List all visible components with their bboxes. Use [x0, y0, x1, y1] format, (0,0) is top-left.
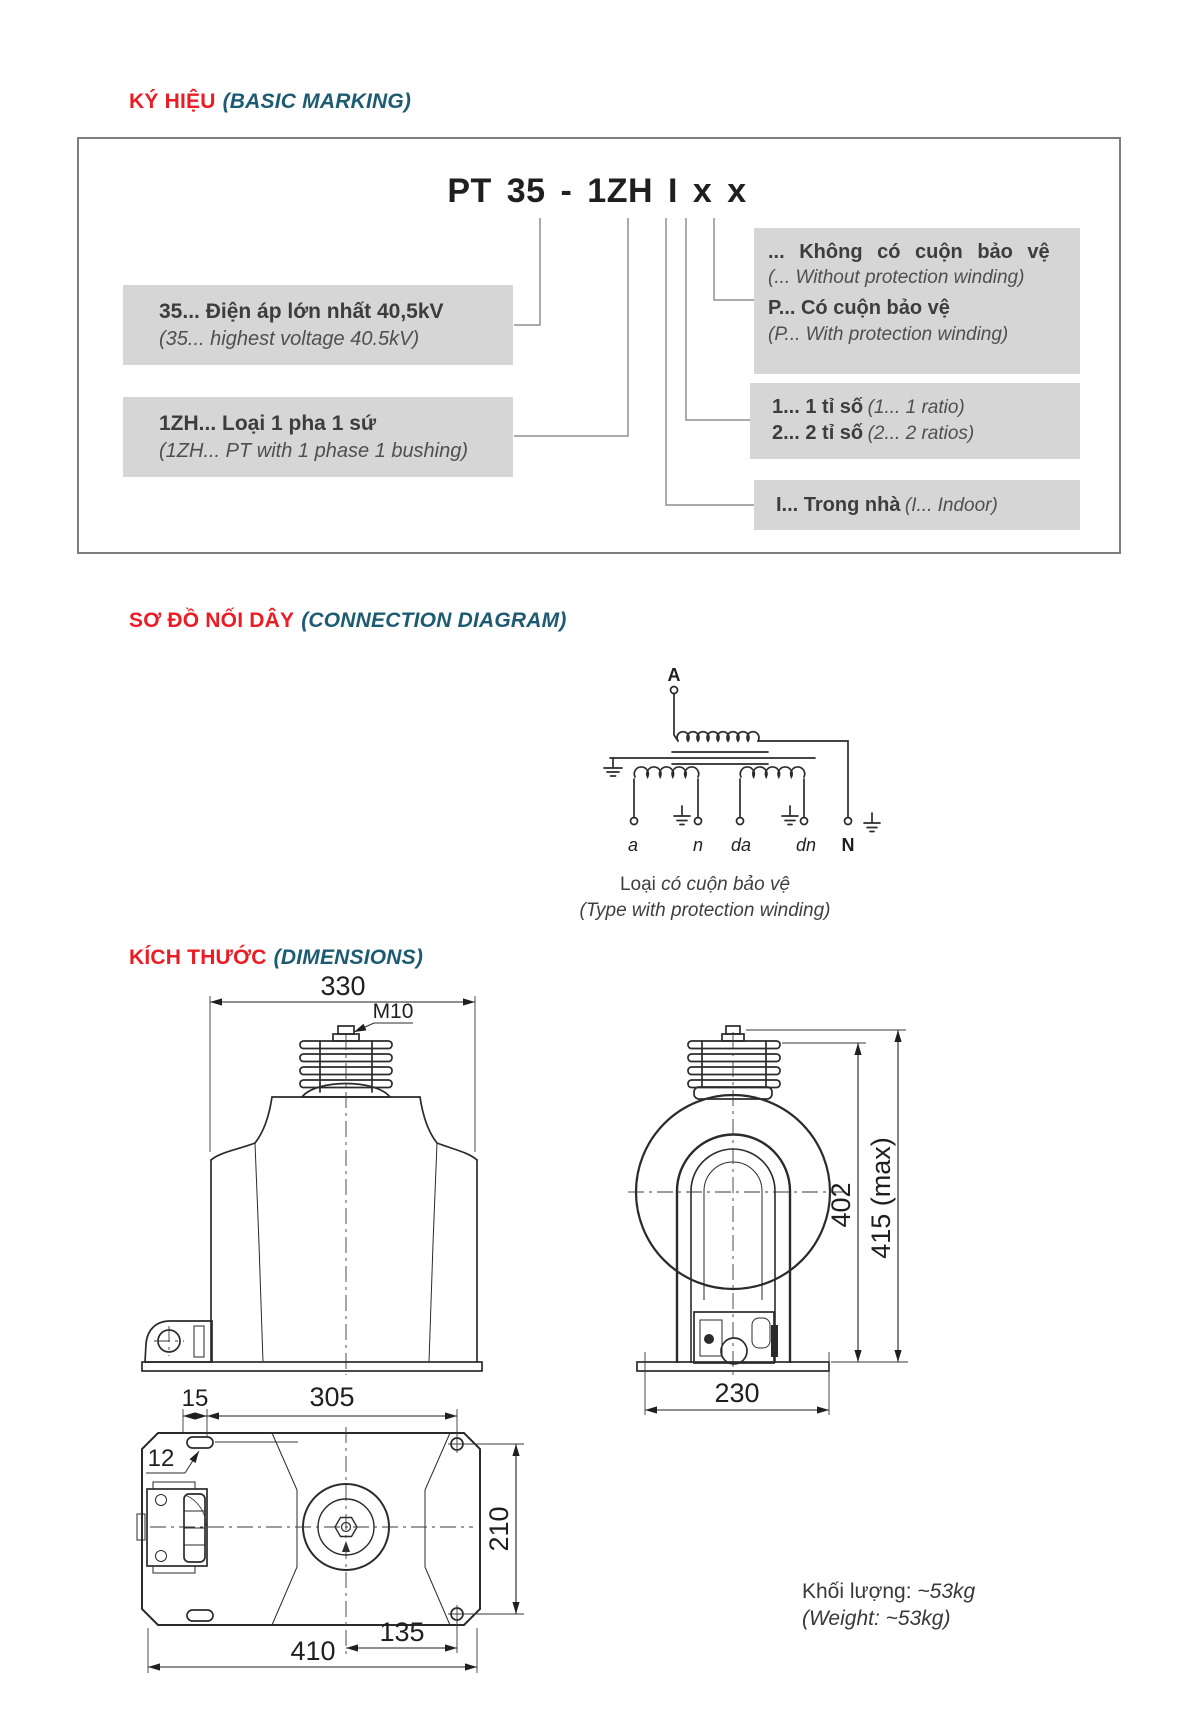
callout-protection-without-vi: ... Không có cuộn bảo vệ — [768, 241, 1050, 263]
callout-ratio-line1: 1... 1 tỉ số (1... 1 ratio) — [772, 394, 1080, 420]
side-view-drawing: 230 402 415 (max) — [628, 1025, 908, 1415]
dim-slot-offset: 15 — [182, 1385, 209, 1412]
weight-value: ~53kg — [917, 1580, 976, 1603]
ratio1-vi: 1... 1 tỉ số — [772, 396, 864, 418]
callout-type-en: (1ZH... PT with 1 phase 1 bushing) — [159, 439, 469, 462]
heading-english: (DIMENSIONS) — [273, 946, 424, 969]
plan-view-drawing: 15 305 12 210 135 410 — [136, 1382, 524, 1673]
connection-diagram-heading: SƠ ĐỒ NỐI DÂY (CONNECTION DIAGRAM) — [129, 609, 567, 633]
callout-voltage-vi: 35... Điện áp lớn nhất 40,5kV — [159, 300, 444, 323]
terminal-label-a: a — [628, 835, 638, 855]
connection-caption: Loại có cuộn bảo vệ (Type with protectio… — [480, 872, 930, 924]
weight-note: Khối lượng: ~53kg (Weight: ~53kg) — [802, 1578, 975, 1632]
ratio2-en: (2... 2 ratios) — [867, 423, 975, 445]
caption-line1: Loại có cuộn bảo vệ — [480, 872, 930, 898]
caption-vi-italic: có cuộn bảo vệ — [661, 874, 791, 895]
callout-protection: ... Không có cuộn bảo vệ (... Without pr… — [754, 228, 1080, 374]
callout-type: 1ZH... Loại 1 pha 1 sứ (1ZH... PT with 1… — [123, 397, 513, 477]
terminal-label-da: da — [731, 835, 751, 855]
callout-protection-without-en: (... Without protection winding) — [768, 267, 1025, 289]
callout-protection-with-vi: P... Có cuộn bảo vệ — [768, 297, 950, 320]
heading-english: (BASIC MARKING) — [222, 90, 412, 113]
basic-marking-heading: KÝ HIỆU (BASIC MARKING) — [129, 90, 411, 114]
weight-line2: (Weight: ~53kg) — [802, 1607, 951, 1630]
ratio1-en: (1... 1 ratio) — [867, 397, 965, 418]
dim-terminal-thread: M10 — [373, 1000, 414, 1023]
dim-height-core: 402 — [826, 1182, 856, 1227]
terminal-label-A: A — [668, 665, 681, 685]
callout-protection-with-en: (P... With protection winding) — [768, 323, 1009, 345]
heading-vietnamese: SƠ ĐỒ NỐI DÂY — [129, 609, 295, 632]
ground-symbol-dn — [781, 805, 799, 826]
heading-vietnamese: KÍCH THƯỚC — [129, 946, 267, 969]
caption-line2: (Type with protection winding) — [579, 900, 831, 921]
dim-front-width: 330 — [320, 971, 365, 1001]
indoor-vi: I... Trong nhà — [776, 493, 901, 516]
ground-symbol-core — [603, 757, 623, 777]
ground-symbol-N — [863, 812, 881, 833]
callout-voltage-en: (35... highest voltage 40.5kV) — [159, 327, 420, 350]
callout-type-vi: 1ZH... Loại 1 pha 1 sứ — [159, 412, 377, 435]
callout-indoor: I... Trong nhà (I... Indoor) — [754, 480, 1080, 530]
callout-ratio: 1... 1 tỉ số (1... 1 ratio) 2... 2 tỉ số… — [750, 383, 1080, 459]
indoor-en: (I... Indoor) — [904, 494, 998, 516]
dim-base-width: 410 — [290, 1636, 335, 1666]
front-view-drawing: 330 M10 — [141, 971, 483, 1375]
dim-height-max: 415 (max) — [866, 1137, 896, 1259]
dim-base-depth: 230 — [714, 1378, 759, 1408]
product-code-title: PT 35 - 1ZH I x x — [447, 172, 747, 210]
terminal-label-n: n — [693, 835, 703, 855]
weight-label: Khối lượng: — [802, 1580, 912, 1603]
dim-mount-span: 305 — [309, 1382, 354, 1412]
terminal-label-N: N — [842, 835, 855, 855]
dim-hole-offset: 135 — [379, 1617, 424, 1647]
callout-voltage: 35... Điện áp lớn nhất 40,5kV (35... hig… — [123, 285, 513, 365]
caption-vi-regular: Loại — [619, 874, 656, 895]
heading-vietnamese: KÝ HIỆU — [129, 90, 216, 113]
ground-symbol-n — [673, 805, 691, 826]
ratio2-vi: 2... 2 tỉ số — [772, 422, 864, 445]
dim-slot-width: 12 — [148, 1445, 175, 1472]
callout-indoor-line: I... Trong nhà (I... Indoor) — [776, 492, 998, 518]
heading-english: (CONNECTION DIAGRAM) — [301, 609, 567, 632]
connection-diagram: A a n da dn N — [603, 665, 881, 855]
dimensions-heading: KÍCH THƯỚC (DIMENSIONS) — [129, 946, 423, 970]
weight-line1: Khối lượng: ~53kg — [802, 1578, 975, 1605]
terminal-label-dn: dn — [796, 835, 816, 855]
dim-body-depth: 210 — [484, 1506, 514, 1551]
callout-ratio-line2: 2... 2 tỉ số (2... 2 ratios) — [772, 420, 1080, 446]
